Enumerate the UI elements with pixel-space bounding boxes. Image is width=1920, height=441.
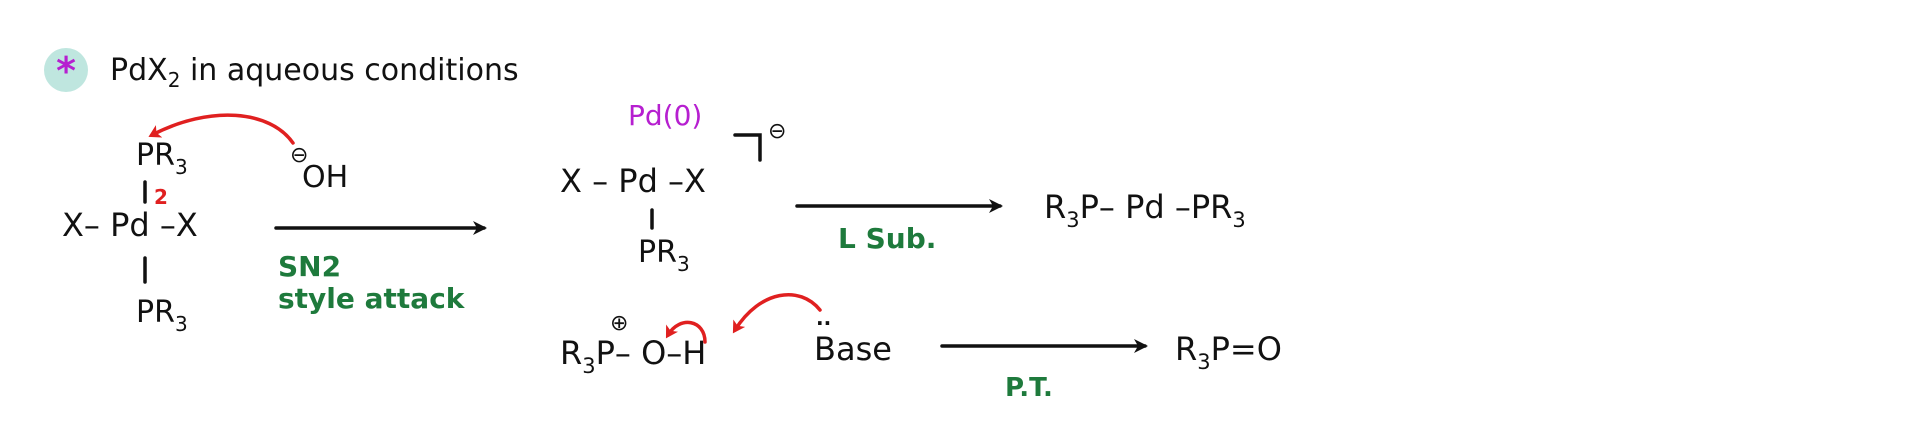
bottom-ligand: PR3 <box>136 295 188 336</box>
bracket <box>733 133 762 162</box>
curved-arrow-oh-to-p <box>148 113 295 145</box>
arrow-1: SN2 style attack <box>274 221 487 315</box>
complex-1: PR3 2 X– Pd –X PR3 <box>62 138 198 336</box>
top-ligand: PR3 <box>136 138 188 179</box>
header-title: PdX2 in aqueous conditions <box>110 53 519 92</box>
arrow-1-label-line-1: SN2 <box>278 250 341 283</box>
hydroxide-label: OH <box>302 160 348 195</box>
header: * PdX2 in aqueous conditions <box>44 48 519 93</box>
curved-arrow-oh-bond <box>665 320 707 344</box>
phosphonium-hydroxide: ⊕ R3P– O–H <box>560 293 822 378</box>
hydroxide: ⊖ OH <box>290 143 348 195</box>
product-1: R3P– Pd –PR3 <box>1044 188 1246 232</box>
arrow-3-label: P.T. <box>1005 373 1053 403</box>
complex-2-center: X – Pd –X <box>560 162 706 200</box>
hydroxide-charge: ⊖ <box>290 143 308 168</box>
arrow-2-label: L Sub. <box>838 222 936 255</box>
curved-arrow-base-to-h <box>732 293 822 334</box>
arrow-2: L Sub. <box>795 199 1003 255</box>
arrow-3: P.T. <box>940 339 1148 403</box>
phosphonium-charge: ⊕ <box>610 311 628 336</box>
bullet-asterisk-icon: * <box>56 49 76 93</box>
complex-2-ligand: PR3 <box>638 235 690 276</box>
base-lone-pair: ·· <box>816 311 831 335</box>
oxidation-label: Pd(0) <box>628 99 702 132</box>
arrow-1-label-line-2: style attack <box>278 282 466 315</box>
base: ·· Base <box>814 311 892 368</box>
base-label: Base <box>814 330 892 368</box>
complex-2: Pd(0) X – Pd –X ⊖ PR3 <box>560 99 786 276</box>
phosphonium-formula: R3P– O–H <box>560 334 706 378</box>
complex-2-charge: ⊖ <box>768 119 786 144</box>
complex-1-center: X– Pd –X <box>62 206 198 244</box>
red-mark: 2 <box>154 185 168 209</box>
product-2: R3P=O <box>1175 330 1282 374</box>
bullet-circle-icon <box>44 48 88 92</box>
